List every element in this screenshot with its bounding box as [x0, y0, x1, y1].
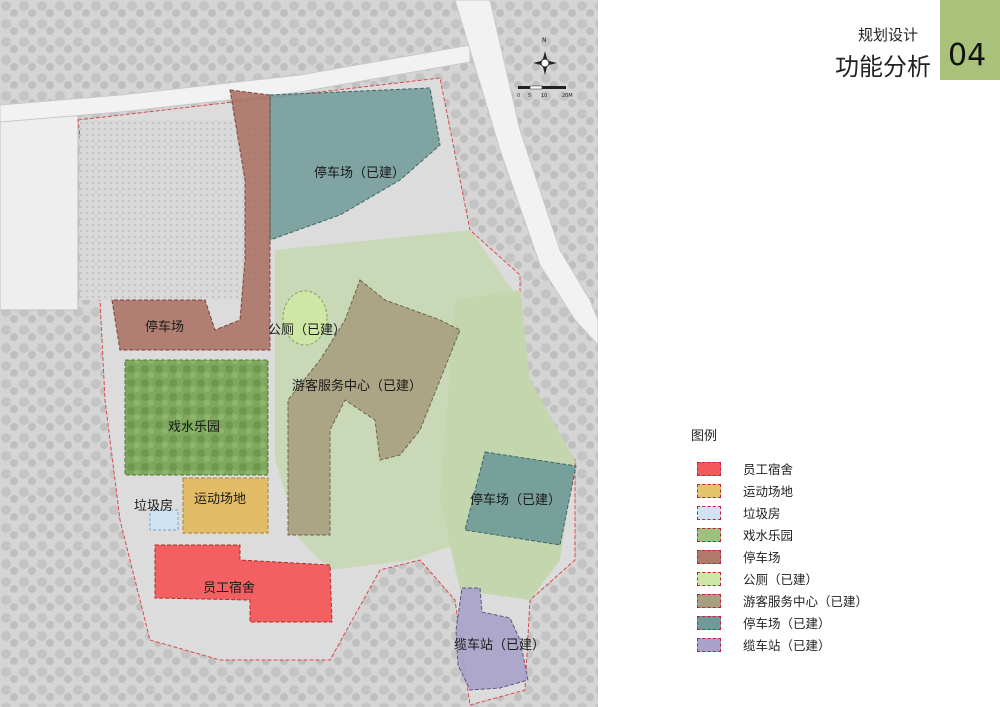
zone-parking-west: [111, 89, 271, 351]
legend-swatch: [697, 528, 721, 542]
road-north: [0, 44, 471, 123]
scale-tick-label: 0: [517, 93, 521, 99]
zone-visitor-center: [287, 279, 461, 536]
label-garbage-room: 垃圾房: [134, 499, 174, 514]
zone-parking-built-east: [464, 451, 577, 546]
legend-label: 游客服务中心（已建）: [743, 594, 869, 609]
legend-label: 戏水乐园: [743, 528, 794, 543]
site-plan-map: N 0 5 10 20M 停车场（已建） 停车场 公厕（已建） 游客服务中心（已…: [0, 0, 598, 707]
legend-swatch: [697, 572, 721, 586]
label-visitor-center: 游客服务中心（已建）: [292, 379, 423, 394]
site-plan-drawing: [0, 0, 598, 707]
label-cable-station: 缆车站（已建）: [454, 638, 546, 653]
header-subtitle: 规划设计: [858, 26, 919, 44]
scale-bar: [518, 85, 566, 90]
legend-title: 图例: [691, 429, 718, 444]
legend-swatch: [697, 550, 721, 564]
zone-sports-ground: [182, 477, 269, 534]
zone-staff-dorm: [154, 544, 333, 623]
legend-swatch: [697, 616, 721, 630]
legend-label: 缆车站（已建）: [743, 638, 831, 653]
parking-lot-existing-grid: [80, 120, 270, 300]
scale-tick-label: 20M: [562, 93, 573, 99]
compass-icon: [533, 51, 557, 75]
zone-toilet: [282, 290, 328, 346]
legend-label: 停车场（已建）: [743, 616, 831, 631]
zone-garbage-room: [149, 509, 179, 531]
legend-label: 运动场地: [743, 484, 794, 499]
legend-label: 停车场: [743, 550, 781, 565]
zone-water-park: [124, 359, 269, 476]
legend-swatch: [697, 638, 721, 652]
label-sports-ground: 运动场地: [194, 492, 247, 507]
page-title: 功能分析: [835, 53, 931, 81]
road-east: [454, 0, 598, 346]
label-parking-built-east: 停车场（已建）: [470, 493, 562, 508]
scale-tick-label: 5: [528, 93, 532, 99]
building-block-west: [0, 109, 79, 311]
legend-label: 垃圾房: [743, 506, 781, 521]
legend-swatch: [697, 462, 721, 476]
label-parking-west: 停车场: [145, 320, 185, 335]
zone-cable-station: [455, 587, 529, 691]
legend-swatch: [697, 506, 721, 520]
legend-swatch: [697, 594, 721, 608]
compass-north-label: N: [542, 37, 547, 44]
legend-label: 公厕（已建）: [743, 572, 819, 587]
legend-label: 员工宿舍: [743, 462, 794, 477]
label-parking-built-top: 停车场（已建）: [314, 166, 406, 181]
legend-swatch: [697, 484, 721, 498]
page-number: 04: [948, 38, 987, 73]
page-number-badge: [940, 0, 1000, 80]
label-staff-dorm: 员工宿舍: [203, 581, 256, 596]
label-water-park: 戏水乐园: [168, 420, 221, 435]
scale-tick-label: 10: [541, 93, 548, 99]
label-toilet: 公厕（已建）: [268, 323, 347, 338]
